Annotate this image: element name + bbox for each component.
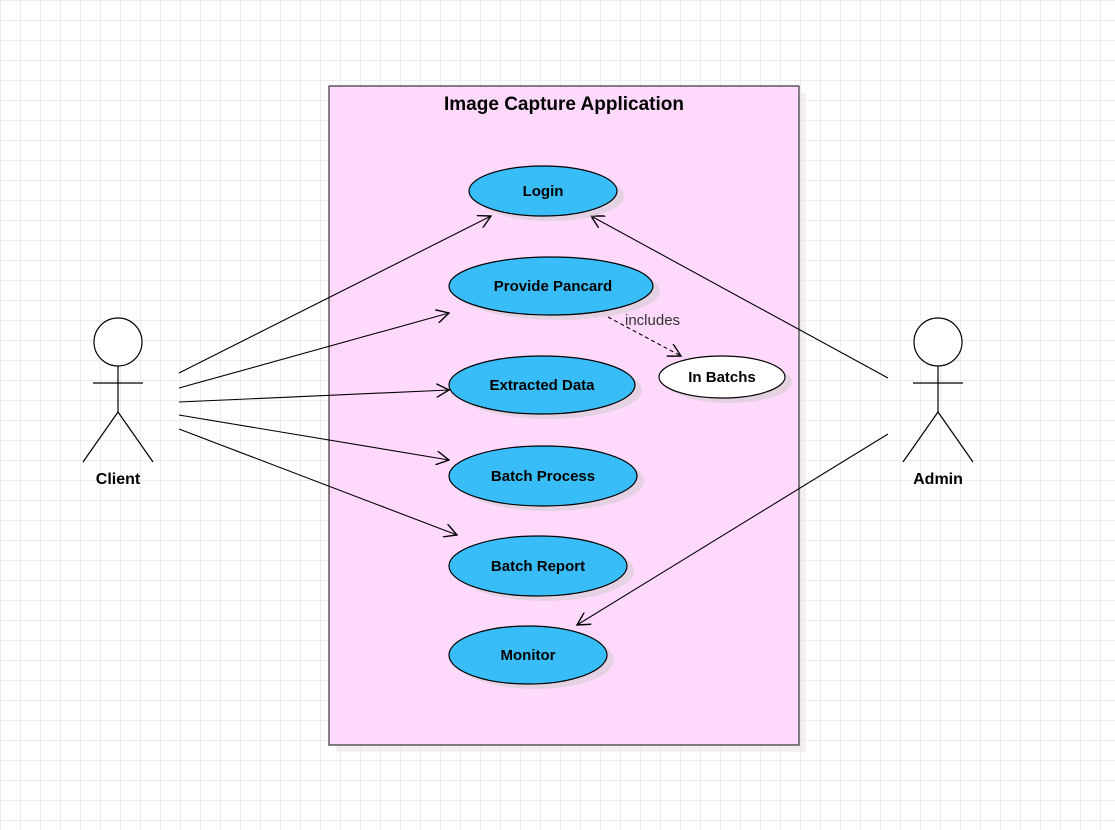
association-admin-monitor[interactable] — [577, 433, 889, 625]
system-title: Image Capture Application — [444, 94, 684, 115]
use-case-monitor[interactable]: Monitor — [448, 625, 614, 689]
use-case-label-in-batchs: In Batchs — [688, 369, 756, 386]
use-case-label-batch-process: Batch Process — [491, 468, 595, 485]
association-admin-login[interactable] — [591, 216, 889, 379]
use-case-ellipse[interactable] — [448, 355, 636, 415]
actor-admin-label: Admin — [913, 471, 963, 488]
use-case-ellipse[interactable] — [658, 355, 786, 399]
use-case-in-batchs[interactable]: In Batchs — [658, 355, 792, 403]
use-case-login[interactable]: Login — [468, 165, 624, 221]
client-associations — [178, 216, 491, 535]
actor-admin-right-leg — [937, 411, 974, 463]
actor-client-label: Client — [96, 471, 141, 488]
use-case-ellipse[interactable] — [468, 165, 618, 217]
use-case-batch-process[interactable]: Batch Process — [448, 445, 644, 511]
use-case-ellipse[interactable] — [448, 445, 638, 507]
use-case-label-provide-pancard: Provide Pancard — [494, 278, 612, 295]
use-case-label-login: Login — [523, 183, 564, 200]
use-case-ellipse[interactable] — [448, 256, 654, 316]
association-client-provide-pancard[interactable] — [178, 313, 449, 389]
use-case-batch-report[interactable]: Batch Report — [448, 535, 634, 601]
use-case-label-extracted-data: Extracted Data — [489, 377, 595, 394]
actor-client-right-leg — [117, 411, 154, 463]
actor-admin[interactable]: Admin — [902, 317, 974, 488]
association-client-login[interactable] — [178, 216, 491, 374]
actor-client[interactable]: Client — [82, 317, 154, 488]
admin-associations — [577, 216, 889, 625]
use-case-ellipse[interactable] — [448, 535, 628, 597]
actor-admin-left-leg — [902, 411, 939, 463]
include-label: includes — [625, 312, 680, 329]
use-case-ellipse[interactable] — [448, 625, 608, 685]
association-client-extracted-data[interactable] — [178, 390, 449, 403]
use-case-provide-pancard[interactable]: Provide Pancard — [448, 256, 660, 320]
use-case-extracted-data[interactable]: Extracted Data — [448, 355, 642, 419]
actor-client-head — [93, 317, 143, 367]
association-client-batch-report[interactable] — [178, 428, 457, 535]
include-relationship[interactable]: includes — [607, 312, 681, 356]
use-case-label-batch-report: Batch Report — [491, 558, 585, 575]
actor-client-left-leg — [82, 411, 119, 463]
actor-admin-head — [913, 317, 963, 367]
association-client-batch-process[interactable] — [178, 414, 449, 460]
use-case-label-monitor: Monitor — [501, 647, 556, 664]
